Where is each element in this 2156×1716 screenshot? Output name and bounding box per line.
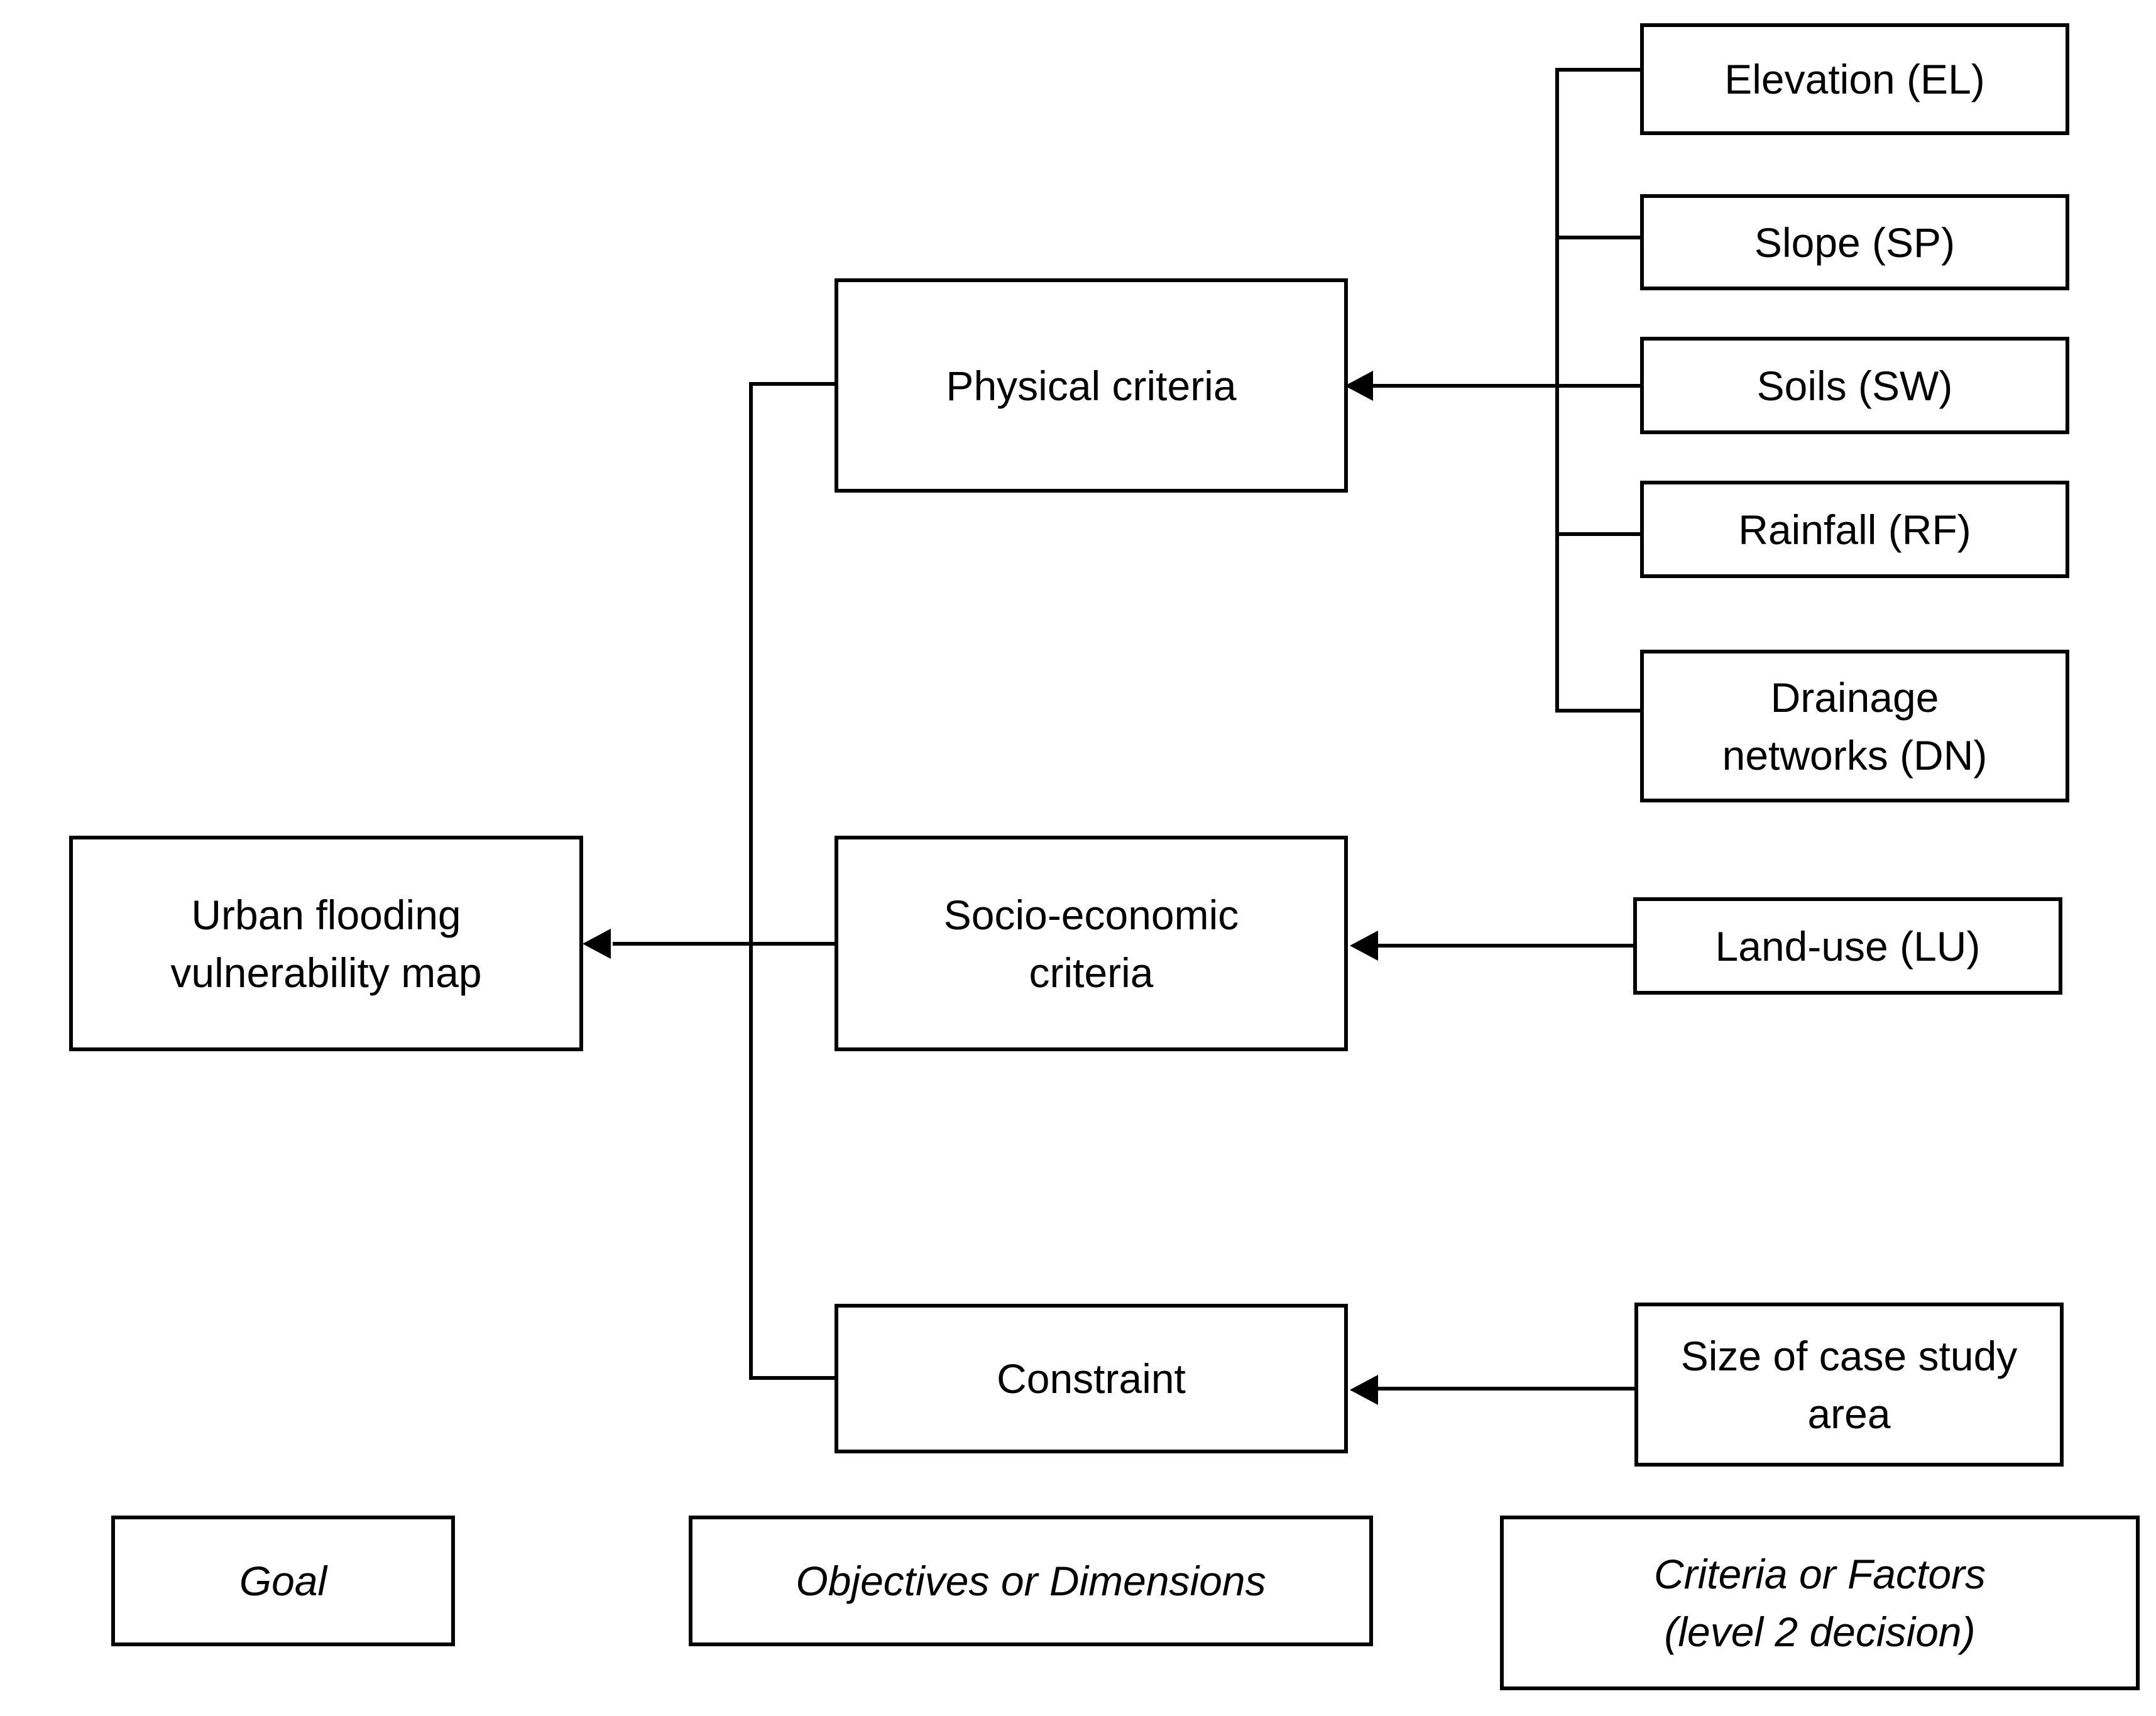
slope-box: Slope (SP) [1640, 194, 2069, 290]
elevation-box: Elevation (EL) [1640, 23, 2069, 135]
arrowhead-goal [583, 929, 611, 959]
legend-criteria-line1: Criteria or Factors [1653, 1551, 1986, 1597]
legend-goal-box: Goal [111, 1516, 455, 1646]
socio-economic-label-line1: Socio-economic [943, 891, 1239, 938]
elevation-label: Elevation (EL) [1724, 56, 1985, 102]
soils-label: Soils (SW) [1756, 362, 1953, 409]
rainfall-label: Rainfall (RF) [1738, 506, 1971, 553]
arrowhead-physical [1345, 371, 1373, 401]
goal-text-line1: Urban flooding [191, 891, 461, 938]
size-label-line1: Size of case study [1680, 1332, 2018, 1379]
size-of-case-study-area-box: Size of case study area [1634, 1303, 2064, 1467]
drainage-label-line2: networks (DN) [1722, 731, 1988, 779]
legend-objectives-box: Objectives or Dimensions [689, 1516, 1373, 1646]
constraint-label: Constraint [997, 1355, 1186, 1402]
drainage-networks-box: Drainage networks (DN) [1640, 650, 2069, 802]
land-use-box: Land-use (LU) [1633, 897, 2062, 995]
constraint-box: Constraint [834, 1304, 1348, 1453]
legend-objectives-label: Objectives or Dimensions [796, 1558, 1266, 1604]
legend-goal-label: Goal [239, 1558, 327, 1604]
legend-criteria-box: Criteria or Factors (level 2 decision) [1500, 1516, 2140, 1690]
size-label-line2: area [1807, 1390, 1891, 1437]
physical-criteria-label: Physical criteria [946, 362, 1237, 409]
arrowhead-constraint [1350, 1375, 1378, 1405]
goal-box: Urban flooding vulnerability map [69, 836, 583, 1051]
goal-text-line2: vulnerability map [170, 949, 482, 996]
land-use-label: Land-use (LU) [1715, 922, 1981, 970]
socio-economic-label-line2: criteria [1029, 949, 1154, 996]
rainfall-box: Rainfall (RF) [1640, 481, 2069, 578]
drainage-label-line1: Drainage [1770, 674, 1939, 721]
arrowhead-socio [1350, 931, 1378, 961]
socio-economic-criteria-box: Socio-economic criteria [834, 836, 1348, 1051]
physical-criteria-box: Physical criteria [834, 278, 1348, 493]
soils-box: Soils (SW) [1640, 337, 2069, 434]
slope-label: Slope (SP) [1754, 219, 1956, 266]
legend-criteria-line2: (level 2 decision) [1664, 1609, 1976, 1655]
